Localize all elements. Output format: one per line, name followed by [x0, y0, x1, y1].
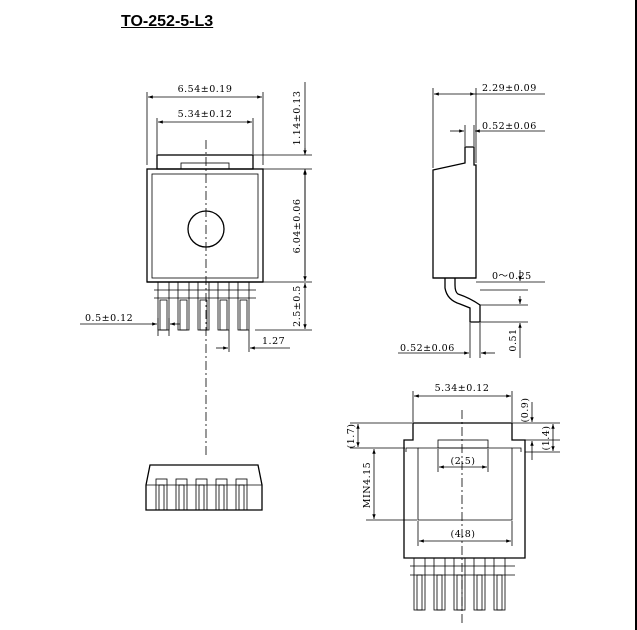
dim-lead-foot-height: 0.51 [508, 328, 519, 351]
front-leads [155, 478, 248, 511]
dim-tab-width: 5.34±0.12 [178, 109, 233, 120]
dim-lead-thickness: 0.52±0.06 [400, 343, 455, 354]
dim-side-tab-thickness: 0.52±0.06 [482, 121, 537, 132]
dim-1-4: (1.4) [541, 425, 552, 450]
dim-lead-pitch: 1.27 [262, 336, 285, 347]
dim-0-9: (0.9) [520, 397, 531, 422]
dim-4-8: (4.8) [450, 529, 475, 540]
front-view [145, 464, 263, 511]
top-body-inner [151, 173, 259, 279]
dim-body-height: 6.04±0.06 [292, 199, 303, 254]
dim-side-depth: 2.29±0.09 [482, 83, 537, 94]
bottom-leads [410, 557, 515, 611]
top-leads [154, 281, 256, 331]
dim-lead-width: 0.5±0.12 [85, 313, 133, 324]
bottom-view: 5.34±0.12 (0.9) (1.4) (1.7) MIN4.15 (2.5… [346, 383, 560, 625]
top-body [146, 168, 264, 283]
dim-body-width: 6.54±0.19 [178, 84, 233, 95]
page-border [635, 0, 637, 630]
dim-1-7: (1.7) [346, 423, 357, 448]
dim-tab-height: 1.14±0.13 [292, 91, 303, 146]
dim-bottom-tab-width: 5.34±0.12 [435, 383, 490, 394]
dim-min-4-15: MIN4.15 [362, 462, 373, 508]
package-title: TO-252-5-L3 [121, 13, 214, 30]
side-view: 2.29±0.09 0.52±0.06 0～0.25 0.51 0.52±0.0… [398, 83, 545, 358]
top-view: 6.54±0.19 5.34±0.12 1.14±0.13 6.04±0.06 … [80, 82, 312, 455]
side-lead [444, 278, 481, 323]
dim-lead-length: 2.5±0.5 [292, 285, 303, 327]
dim-standoff: 0～0.25 [492, 271, 532, 282]
top-tab [156, 154, 254, 170]
dim-2-5: (2.5) [450, 456, 475, 467]
top-tab-notch [180, 162, 230, 170]
